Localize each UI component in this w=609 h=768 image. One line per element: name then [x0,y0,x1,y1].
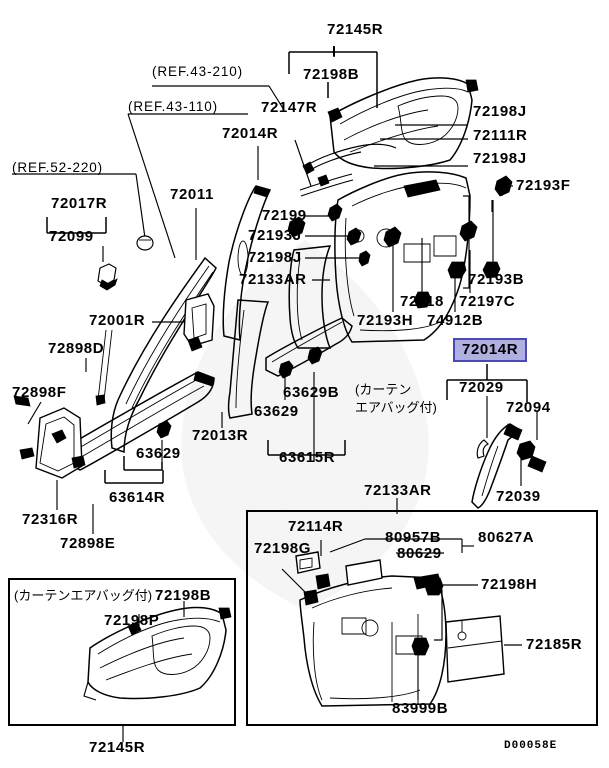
label-72198J-a: 72198J [473,103,527,120]
label-72118: 72118 [400,293,444,310]
label-72133AR-lower: 72133AR [364,482,432,499]
highlight-72014R[interactable]: 72014R [453,338,528,362]
label-72197C: 72197C [459,293,516,310]
label-72193J: 72193J [248,227,302,244]
label-80629: 80629 [397,545,442,562]
label-72145R-top: 72145R [327,21,384,38]
label-72193F: 72193F [516,177,571,194]
label-63629-a: 63629 [136,445,181,462]
label-63629-b: 63629 [254,403,299,420]
label-72198B-panel-a: 72198B [155,587,212,604]
label-63629B: 63629B [283,384,340,401]
label-72094: 72094 [506,399,551,416]
note-curtain-airbag-line1: (カーテン [355,382,412,397]
label-83999B: 83999B [392,700,449,717]
label-72145R-panel-a: 72145R [89,739,146,756]
label-72001R: 72001R [89,312,146,329]
label-72198G: 72198G [254,540,311,557]
label-72011: 72011 [170,186,214,203]
label-80957B: 80957B [385,529,442,546]
label-72014R-top: 72014R [222,125,279,142]
label-72198H: 72198H [481,576,538,593]
label-72316R: 72316R [22,511,79,528]
label-72198B-top: 72198B [303,66,360,83]
panel-bottom-left [8,578,236,726]
panel-bottom-right [246,510,598,726]
note-curtain-airbag-line2: エアバッグ付) [355,399,437,415]
label-72199: 72199 [262,207,307,224]
diagram-id-code: D00058E [504,740,558,752]
label-72898E: 72898E [60,535,116,552]
label-74912B: 74912B [427,312,484,329]
label-72198J-b: 72198J [473,150,527,167]
ref-52-220: (REF.52-220) [12,160,104,175]
note-curtain-airbag-panel-a: (カーテンエアバッグ付) [14,588,153,603]
label-72198P: 72198P [104,612,160,629]
label-80627A: 80627A [478,529,535,546]
label-72099: 72099 [49,228,94,245]
label-72013R: 72013R [192,427,249,444]
label-72114R: 72114R [288,518,344,535]
label-72133AR-upper: 72133AR [239,271,307,288]
ref-43-110: (REF.43-110) [128,99,219,114]
label-72898F: 72898F [12,384,67,401]
note-curtain-airbag-multiline: (カーテン エアバッグ付) [355,381,437,416]
label-72193H: 72193H [357,312,414,329]
label-72147R: 72147R [261,99,318,116]
label-72193B: 72193B [468,271,525,288]
label-72029: 72029 [459,379,504,396]
label-72198J-c: 72198J [248,249,302,266]
label-72111R: 72111R [473,127,528,144]
label-72017R: 72017R [51,195,108,212]
ref-43-210: (REF.43-210) [152,64,244,79]
label-63615R: 63615R [279,449,336,466]
label-63614R: 63614R [109,489,166,506]
label-72898D: 72898D [48,340,105,357]
label-72185R: 72185R [526,636,583,653]
label-72039: 72039 [496,488,541,505]
